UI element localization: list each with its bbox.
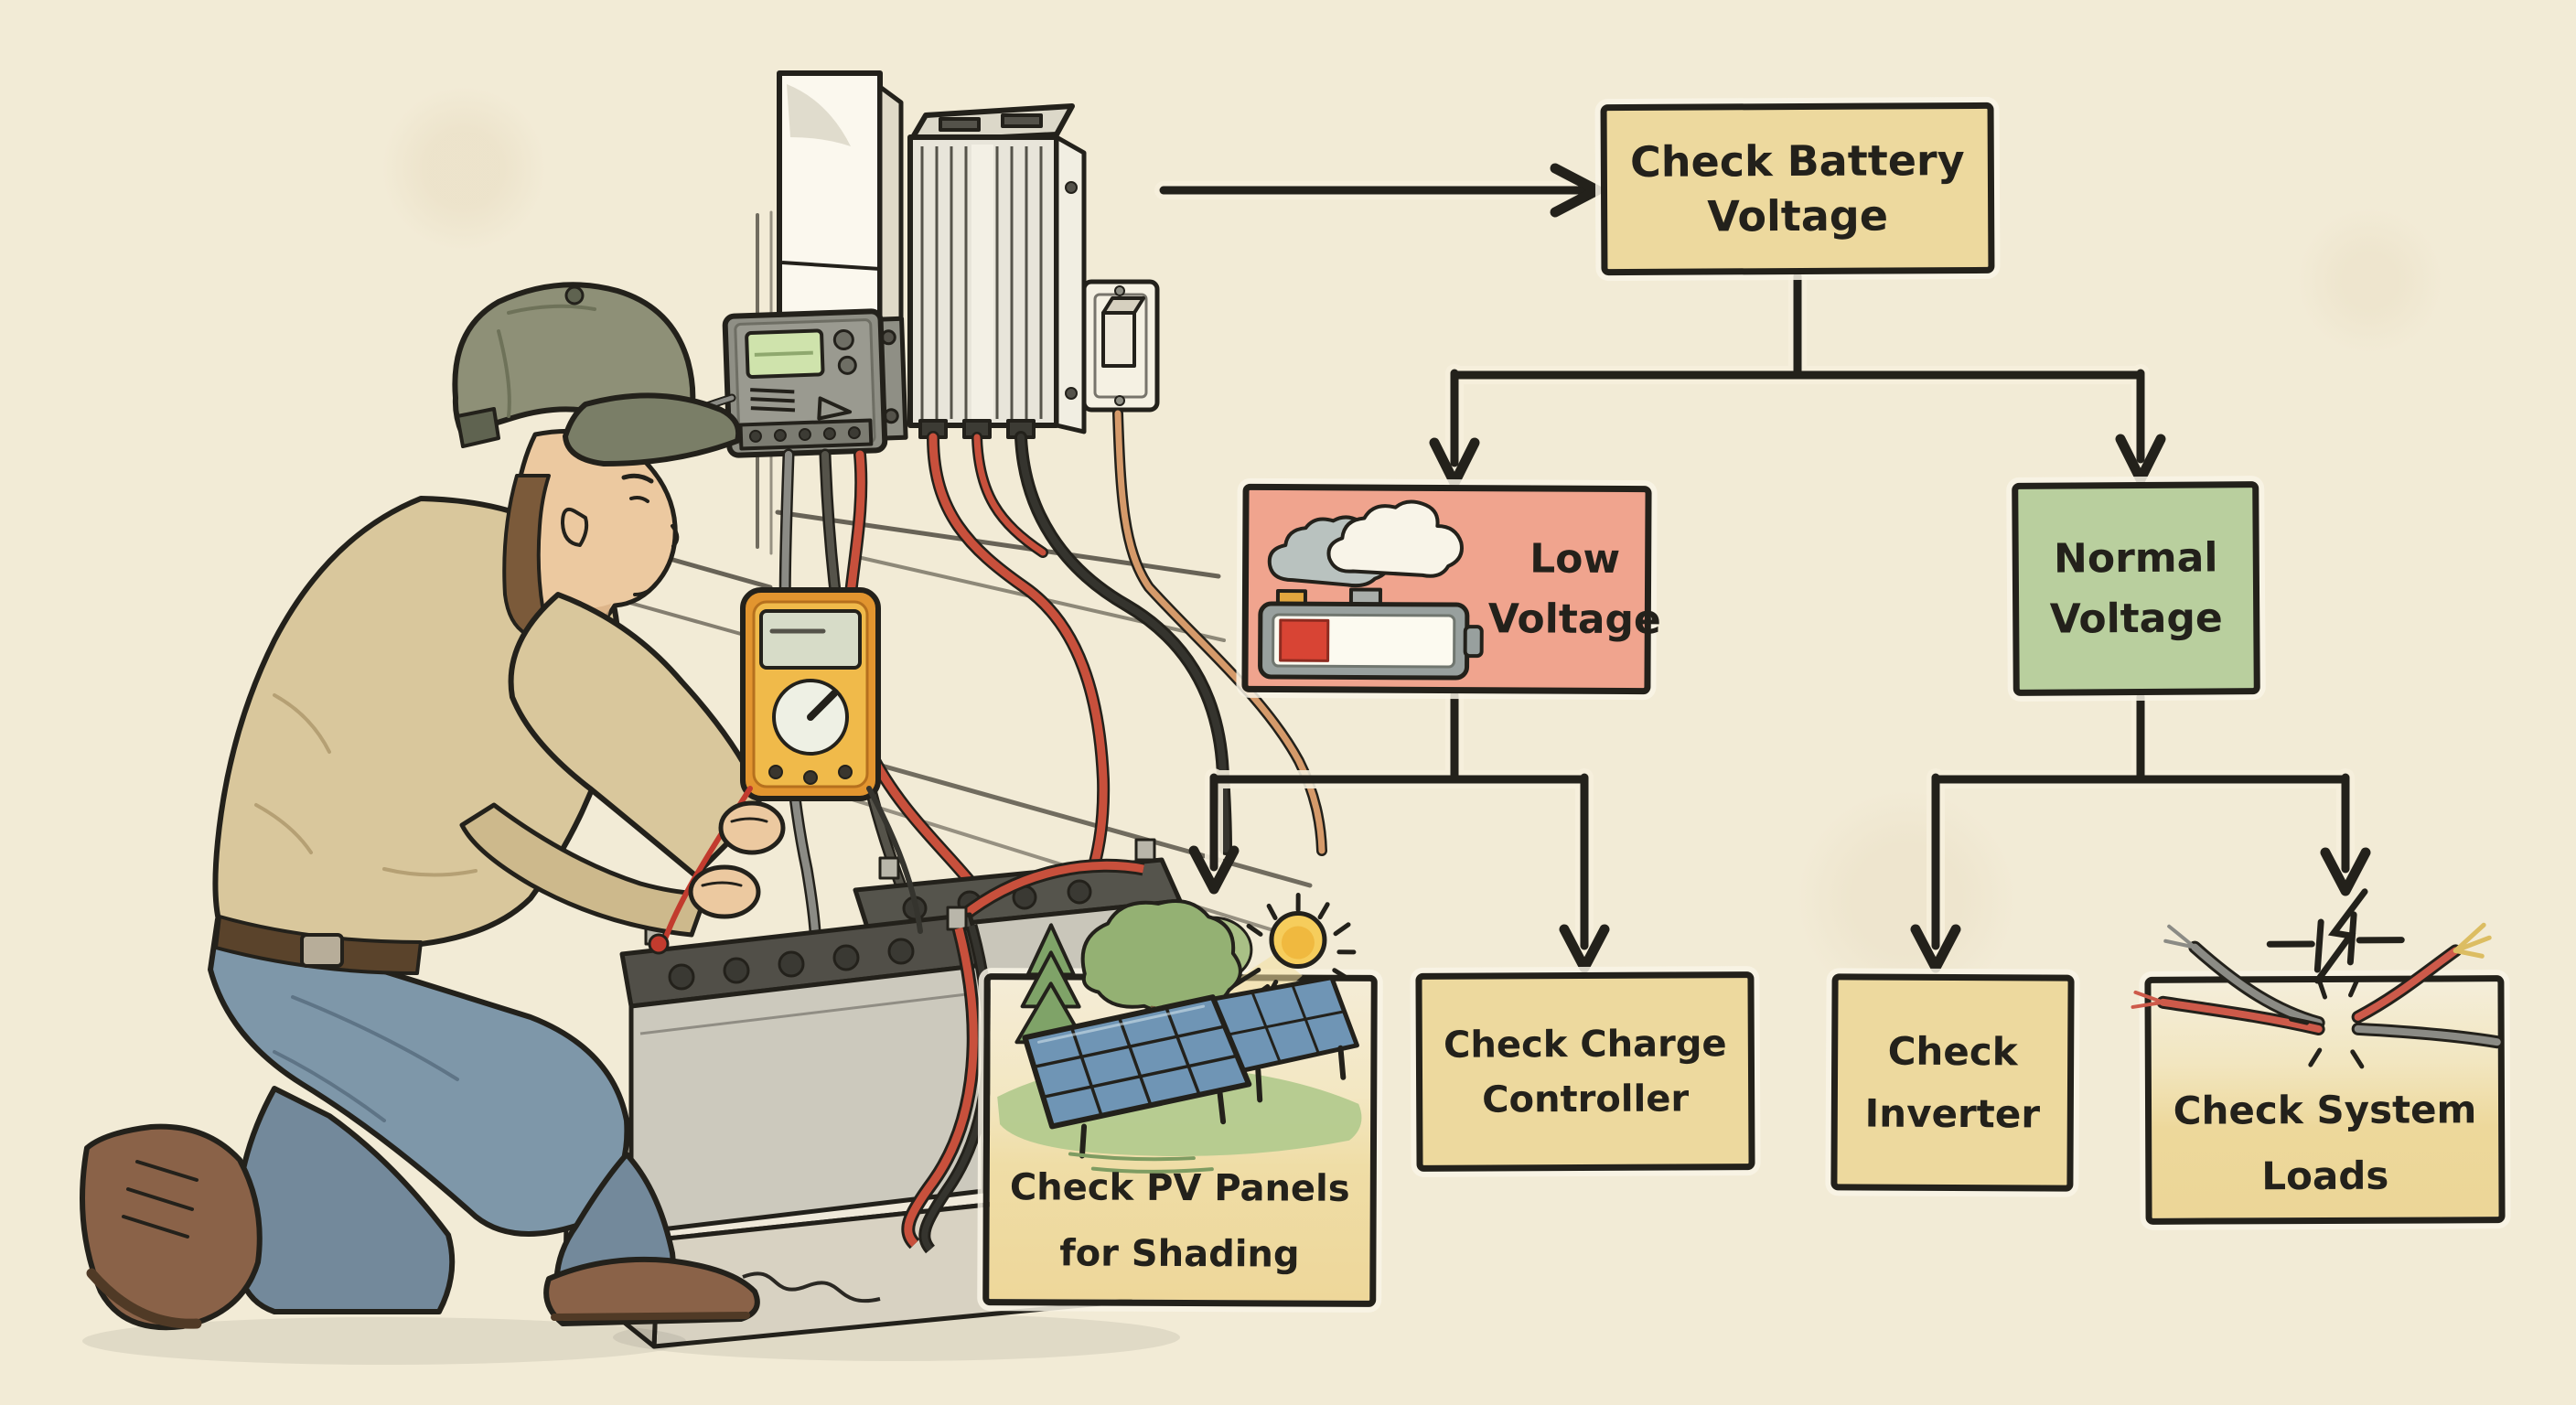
node-label: Low <box>1530 535 1621 583</box>
node-label: Voltage <box>2049 594 2223 643</box>
grass <box>997 1064 1362 1156</box>
node-label: Check PV Panels <box>1009 1166 1350 1210</box>
node-label: Voltage <box>1487 595 1661 644</box>
solar-panels-icon <box>1022 975 1359 1174</box>
flow-node-low-voltage: Low Voltage <box>1241 483 1661 695</box>
low-voltage-icons <box>1258 499 1484 681</box>
node-label-block: Check System Loads <box>2152 1077 2499 1208</box>
wall-enclosure <box>777 70 904 365</box>
flow-node-check-battery-voltage: Check Battery Voltage <box>1600 102 1995 276</box>
flow-node-check-pv-panels: Check PV Panels for Shading <box>982 893 1378 1307</box>
node-label: Check System <box>2173 1087 2477 1133</box>
cap <box>452 282 742 467</box>
boot <box>80 1123 263 1331</box>
node-label-block: Check PV Panels for Shading <box>989 1154 1370 1288</box>
node-label: Controller <box>1482 1077 1690 1121</box>
breaker-switch <box>1081 279 1160 413</box>
node-label: Loads <box>2261 1153 2389 1198</box>
node-label: Inverter <box>1864 1089 2041 1137</box>
node-label: Normal <box>2053 533 2218 583</box>
inverter <box>907 103 1087 439</box>
clouds-icon <box>1267 499 1464 588</box>
node-label: Voltage <box>1707 189 1889 241</box>
flow-arrows <box>1154 163 2371 973</box>
low-battery-icon <box>1258 587 1484 681</box>
flow-node-normal-voltage: Normal Voltage <box>2012 481 2260 696</box>
flow-node-check-system-loads: Check System Loads <box>2131 888 2506 1225</box>
flow-node-check-charge-controller: Check Charge Controller <box>1415 971 1755 1172</box>
flow-node-check-inverter: Check Inverter <box>1830 973 2075 1192</box>
charge-controller <box>722 308 908 458</box>
multimeter <box>648 587 923 955</box>
node-label: Check Battery <box>1629 134 1965 187</box>
node-label: Check <box>1887 1028 2018 1075</box>
technician <box>80 282 762 1365</box>
node-label: Check Charge <box>1443 1022 1727 1067</box>
node-label: for Shading <box>1059 1232 1300 1276</box>
floor-wire-squiggle <box>742 1271 881 1303</box>
